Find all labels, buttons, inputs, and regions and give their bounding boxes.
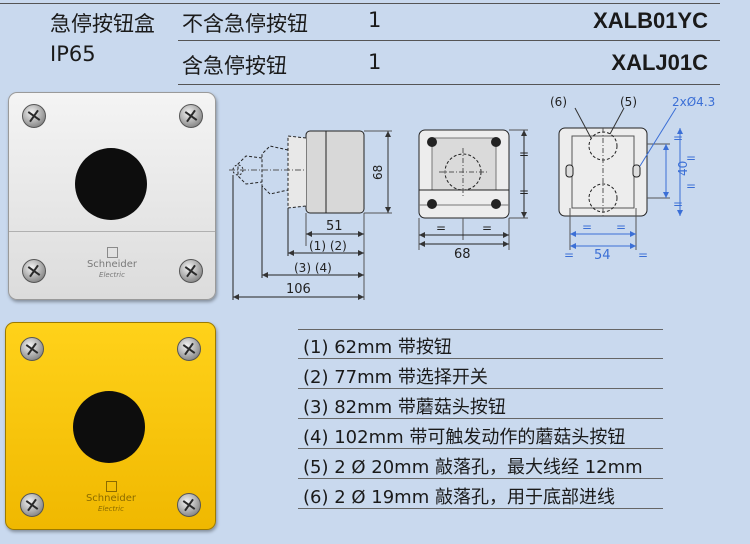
rear-eq-left: = (582, 220, 592, 234)
label-5: (5) (620, 95, 637, 109)
front-eq-right: = (482, 221, 492, 235)
front-view-drawing (418, 129, 528, 250)
header-bottom-rule (178, 84, 720, 85)
note-6: (6) 2 Ø 19mm 敲落孔，用于底部进线 (303, 487, 615, 508)
note-4: (4) 102mm 带可触发动作的蘑菇头按钮 (303, 427, 626, 448)
rear-eq-br: = (638, 248, 648, 262)
notes-rule (298, 358, 663, 359)
front-eq-left: = (436, 221, 446, 235)
side-view-drawing (229, 130, 392, 300)
dim-106: 106 (286, 282, 311, 297)
yellow-enclosure-image: Schneider Electric (5, 322, 216, 530)
rear-eq-bl: = (564, 248, 574, 262)
dimension-drawings: 68 51 (1) (2) (3) (4) 106 = = 68 = = (229, 95, 715, 300)
screw-icon (20, 337, 44, 361)
rear-eq-right: = (616, 220, 626, 234)
holes-callout: 2xØ4.3 (672, 95, 715, 109)
row2-quantity: 1 (368, 50, 382, 74)
mounting-hole (75, 148, 147, 220)
notes-rule (298, 478, 663, 479)
notes-rule (298, 508, 663, 509)
ip-rating: IP65 (50, 42, 96, 66)
notes-rule (298, 448, 663, 449)
label-6: (6) (550, 95, 567, 109)
dim-40: 40 (676, 161, 690, 176)
rear-eq-bottom: = (673, 197, 683, 211)
rear-eq-side-top: = (686, 151, 696, 165)
mounting-hole (73, 391, 145, 463)
notes-rule (298, 418, 663, 419)
row1-quantity: 1 (368, 8, 382, 32)
product-category: 急停按钮盒 (50, 12, 155, 36)
front-eq-top: = (519, 147, 529, 161)
brand-logo: Schneider Electric (68, 481, 154, 514)
screw-icon (177, 493, 201, 517)
dim-ref-3-4: (3) (4) (294, 261, 332, 275)
notes-rule (298, 388, 663, 389)
note-5: (5) 2 Ø 20mm 敲落孔，最大线经 12mm (303, 457, 643, 478)
dim-ref-1-2: (1) (2) (309, 239, 347, 253)
screw-icon (22, 104, 46, 128)
header-mid-rule (178, 40, 720, 41)
front-eq-bottom: = (519, 185, 529, 199)
row1-description: 不含急停按钮 (182, 12, 308, 36)
enclosure-seam (9, 231, 215, 232)
header-top-rule (0, 3, 720, 4)
logo-square-icon (105, 481, 117, 492)
screw-icon (177, 337, 201, 361)
screw-icon (20, 493, 44, 517)
rear-eq-side-bottom: = (686, 179, 696, 193)
grey-enclosure-image: Schneider Electric (8, 92, 216, 300)
rear-view-drawing (558, 107, 683, 250)
row2-code: XALJ01C (611, 50, 708, 75)
screw-icon (179, 259, 203, 283)
dim-68-side: 68 (371, 165, 385, 180)
dim-51: 51 (326, 219, 343, 234)
row1-code: XALB01YC (593, 8, 708, 33)
dim-68-front: 68 (454, 247, 471, 262)
row2-description: 含急停按钮 (182, 54, 287, 78)
rear-eq-top: = (673, 131, 683, 145)
note-2: (2) 77mm 带选择开关 (303, 367, 488, 388)
brand-logo: Schneider Electric (69, 247, 155, 280)
logo-square-icon (106, 247, 118, 258)
notes-rule (298, 329, 663, 330)
screw-icon (22, 259, 46, 283)
screw-icon (179, 104, 203, 128)
note-1: (1) 62mm 带按钮 (303, 337, 452, 358)
note-3: (3) 82mm 带蘑菇头按钮 (303, 397, 506, 418)
dim-54: 54 (594, 248, 611, 263)
